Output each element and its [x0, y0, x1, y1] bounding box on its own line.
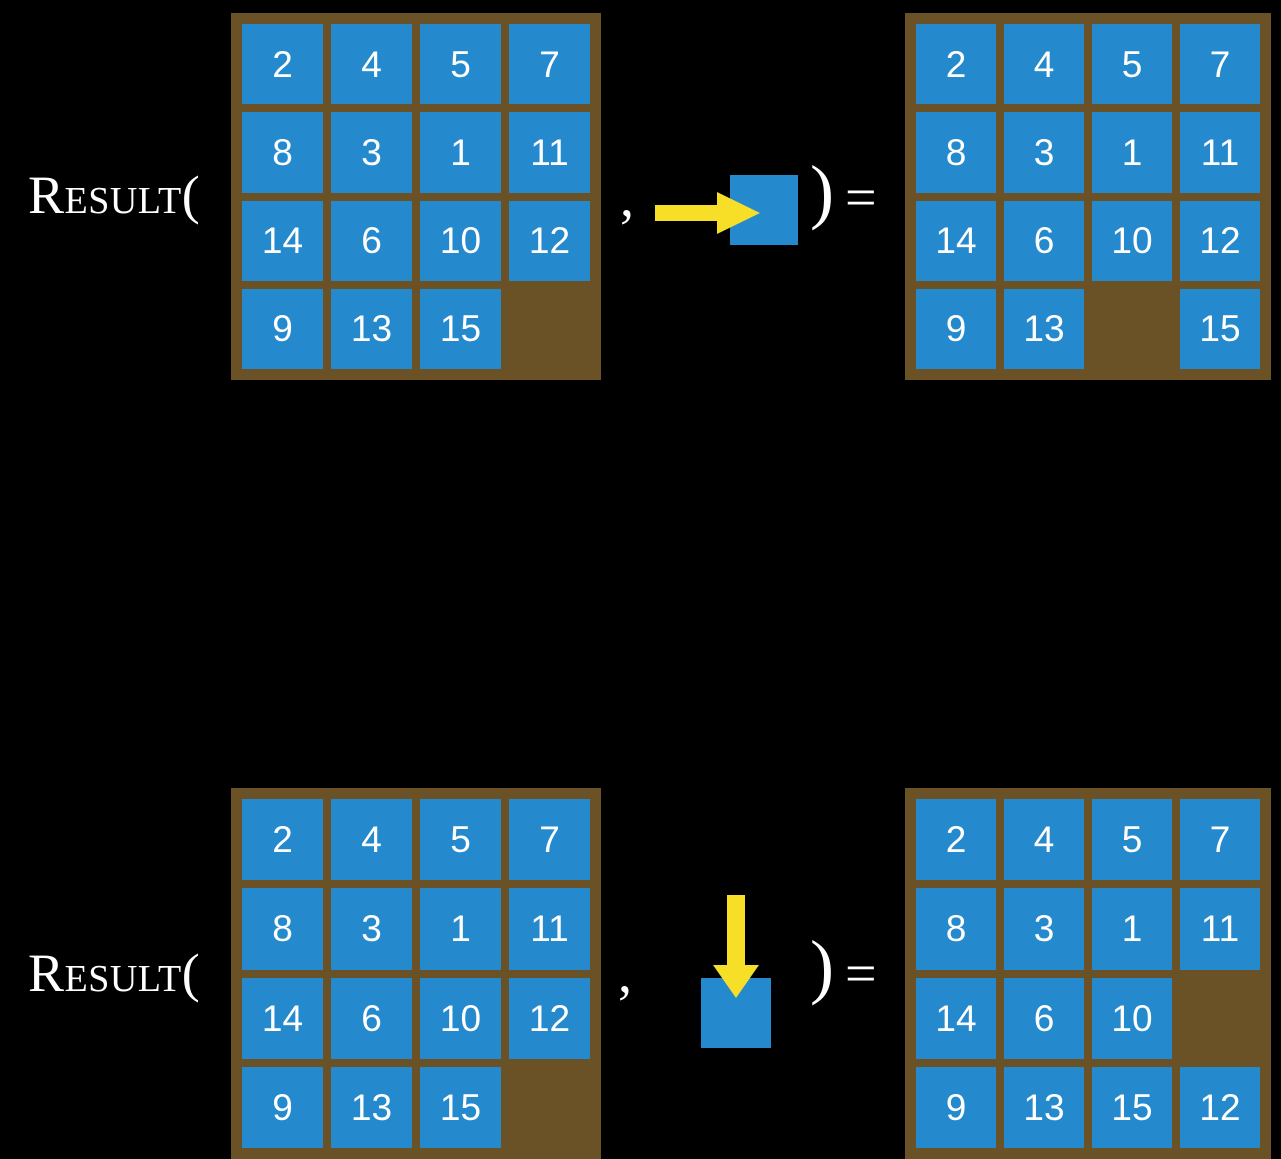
tile: 2	[242, 24, 323, 105]
empty-slot	[1180, 978, 1260, 1059]
tile: 13	[1004, 1066, 1084, 1148]
tile: 1	[420, 888, 501, 970]
tile: 9	[916, 1066, 996, 1148]
tile: 15	[1180, 288, 1260, 369]
tile: 1	[420, 112, 501, 193]
tile: 11	[509, 112, 590, 193]
tile: 11	[509, 888, 590, 970]
tile: 14	[916, 200, 996, 281]
tile: 4	[331, 24, 412, 105]
close-paren-top: )	[810, 151, 834, 231]
tile: 10	[420, 200, 501, 281]
tile: 11	[1180, 888, 1260, 970]
tile: 10	[1092, 977, 1172, 1059]
tile: 4	[1004, 24, 1084, 105]
tile: 10	[1092, 200, 1172, 281]
tile: 10	[420, 977, 501, 1059]
tile: 13	[331, 288, 412, 369]
tile: 4	[1004, 799, 1084, 881]
tile: 3	[1004, 888, 1084, 970]
tile: 7	[1180, 24, 1260, 105]
tile: 12	[1180, 1066, 1260, 1148]
tile: 7	[509, 24, 590, 105]
arrow-down-icon	[713, 895, 759, 998]
tile: 14	[242, 977, 323, 1059]
tile: 9	[242, 288, 323, 369]
tile: 5	[1092, 799, 1172, 881]
tile: 2	[916, 799, 996, 881]
tile: 12	[509, 200, 590, 281]
tile: 5	[420, 799, 501, 881]
tile: 3	[331, 888, 412, 970]
arrow-right-icon	[655, 192, 760, 234]
tile: 15	[420, 288, 501, 369]
result-function-label-top: Result(	[28, 165, 201, 225]
input-board-top: 2 4 5 7 8 3 1 11 14 6 10 12 9 13 15	[231, 13, 601, 380]
empty-slot	[509, 289, 590, 369]
result-function-label-bottom: Result(	[28, 943, 201, 1003]
equation-row-bottom: Result( 2 4 5 7 8 3 1 11 14 6 10 12 9 13…	[0, 390, 1281, 1159]
tile: 9	[916, 288, 996, 369]
tile: 1	[1092, 112, 1172, 193]
tile: 3	[1004, 112, 1084, 193]
tile: 2	[242, 799, 323, 881]
tile: 4	[331, 799, 412, 881]
move-operand-bottom	[695, 895, 785, 1060]
tile: 11	[1180, 112, 1260, 193]
tile: 15	[420, 1066, 501, 1148]
tile: 13	[331, 1066, 412, 1148]
argument-separator-comma-bottom: ,	[618, 943, 632, 1005]
equals-sign-bottom: =	[845, 943, 877, 1005]
tile: 13	[1004, 288, 1084, 369]
input-board-bottom: 2 4 5 7 8 3 1 11 14 6 10 12 9 13 15	[231, 788, 601, 1159]
tile: 8	[242, 888, 323, 970]
tile: 2	[916, 24, 996, 105]
output-board-bottom: 2 4 5 7 8 3 1 11 14 6 10 9 13 15 12	[905, 788, 1271, 1159]
tile: 14	[916, 977, 996, 1059]
tile: 8	[916, 888, 996, 970]
tile: 8	[242, 112, 323, 193]
tile: 12	[1180, 200, 1260, 281]
tile: 5	[1092, 24, 1172, 105]
tile: 1	[1092, 888, 1172, 970]
close-paren-bottom: )	[810, 926, 834, 1006]
equation-row-top: Result( 2 4 5 7 8 3 1 11 14 6 10 12 9 13…	[0, 0, 1281, 390]
empty-slot	[509, 1067, 590, 1148]
empty-slot	[1092, 289, 1172, 369]
output-board-top: 2 4 5 7 8 3 1 11 14 6 10 12 9 13 15	[905, 13, 1271, 380]
tile: 6	[331, 200, 412, 281]
tile: 15	[1092, 1066, 1172, 1148]
tile: 7	[1180, 799, 1260, 881]
tile: 6	[1004, 200, 1084, 281]
tile: 5	[420, 24, 501, 105]
equals-sign-top: =	[845, 167, 877, 229]
tile: 14	[242, 200, 323, 281]
argument-separator-comma-top: ,	[620, 167, 634, 229]
tile: 3	[331, 112, 412, 193]
move-operand-top	[655, 170, 805, 255]
tile: 8	[916, 112, 996, 193]
tile: 9	[242, 1066, 323, 1148]
tile: 6	[331, 977, 412, 1059]
tile: 12	[509, 977, 590, 1059]
tile: 7	[509, 799, 590, 881]
tile: 6	[1004, 977, 1084, 1059]
